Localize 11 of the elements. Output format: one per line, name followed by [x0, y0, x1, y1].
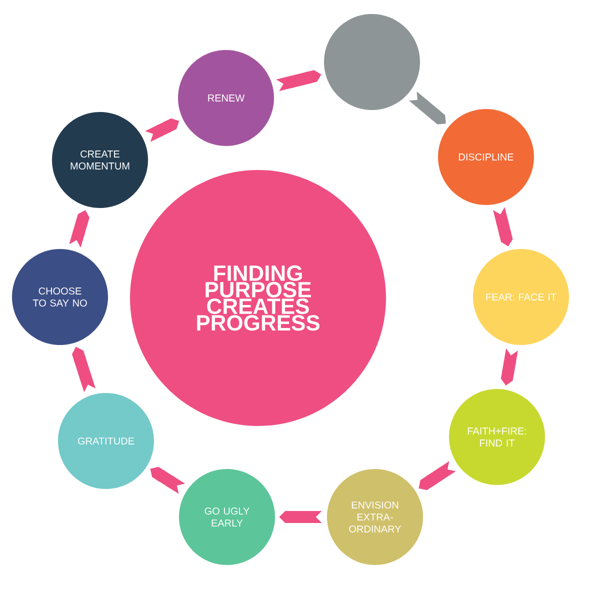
chevron-arrow: [409, 91, 446, 124]
chevron-arrow: [276, 70, 322, 92]
chevron-arrow: [279, 511, 322, 523]
chevron-arrow: [150, 466, 186, 494]
chevron-arrow: [72, 346, 96, 392]
chevron-arrow: [418, 461, 456, 490]
chevron-arrow: [500, 348, 518, 386]
empty-circle: [324, 14, 420, 110]
chevron-arrow: [145, 118, 180, 142]
chevron-arrow: [493, 207, 513, 246]
chevron-arrow: [69, 210, 90, 248]
